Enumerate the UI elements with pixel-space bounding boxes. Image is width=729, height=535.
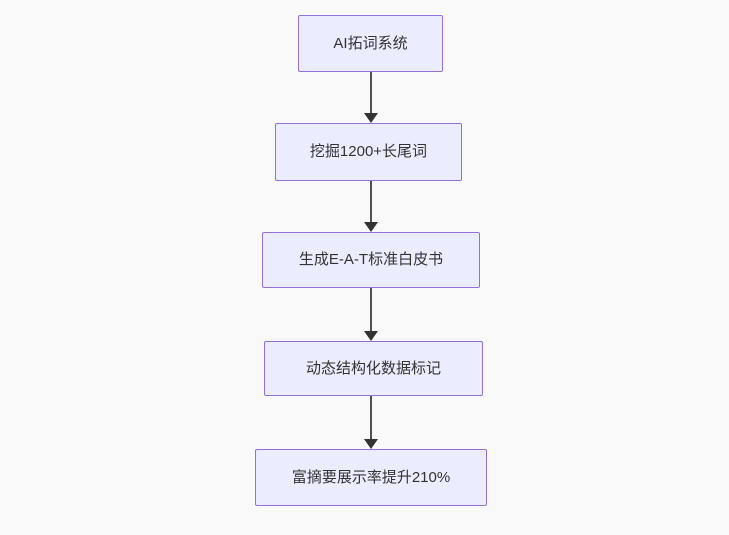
edge-line bbox=[370, 396, 372, 439]
edge-line bbox=[370, 288, 372, 331]
flow-node-label: AI拓词系统 bbox=[333, 34, 408, 52]
flow-node-label: 生成E-A-T标准白皮书 bbox=[298, 251, 444, 268]
flow-node-rich-snippet-result: 富摘要展示率提升210% bbox=[255, 449, 487, 506]
edge-line bbox=[370, 72, 372, 113]
flow-node-label: 动态结构化数据标记 bbox=[305, 359, 441, 377]
flow-edge bbox=[364, 288, 378, 341]
flow-edge bbox=[364, 396, 378, 449]
flow-node-eat-whitepaper: 生成E-A-T标准白皮书 bbox=[262, 232, 480, 288]
arrow-down-icon bbox=[364, 222, 378, 232]
arrow-down-icon bbox=[364, 439, 378, 449]
arrow-down-icon bbox=[364, 331, 378, 341]
flow-edge bbox=[364, 181, 378, 232]
flow-edge bbox=[364, 72, 378, 123]
flow-node-ai-word-expansion: AI拓词系统 bbox=[298, 15, 443, 72]
edge-line bbox=[370, 181, 372, 222]
flow-node-structured-data: 动态结构化数据标记 bbox=[264, 341, 483, 396]
flow-node-longtail-mining: 挖掘1200+长尾词 bbox=[275, 123, 462, 181]
flow-node-label: 挖掘1200+长尾词 bbox=[309, 143, 428, 160]
flow-node-label: 富摘要展示率提升210% bbox=[291, 468, 451, 486]
arrow-down-icon bbox=[364, 113, 378, 123]
